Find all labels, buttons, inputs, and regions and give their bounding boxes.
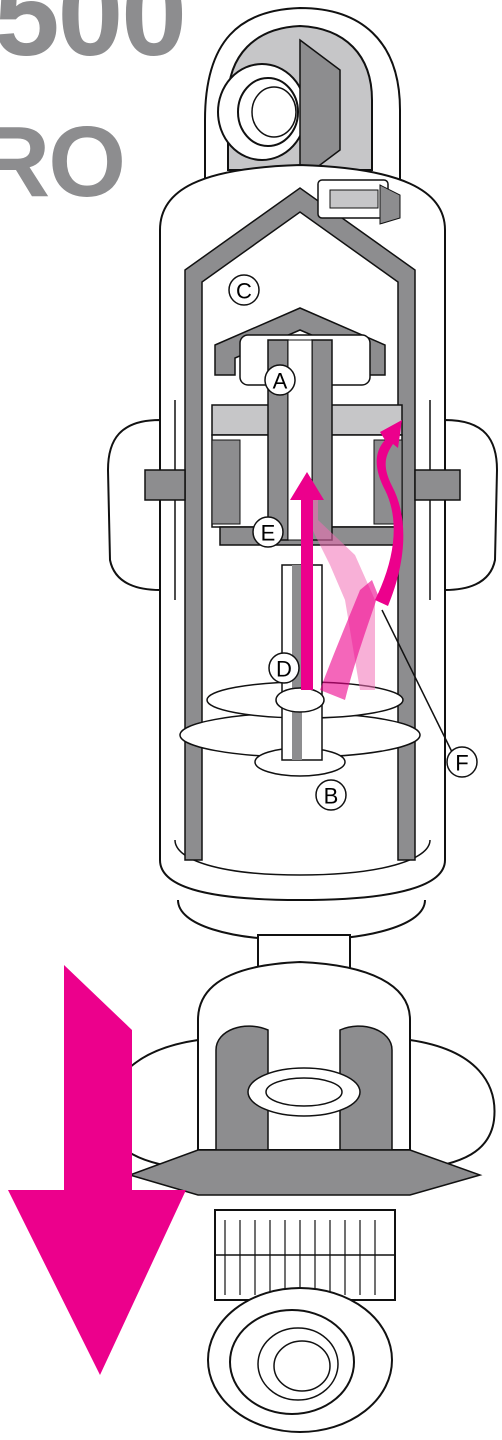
callout-f-label: F (455, 751, 468, 776)
callout-c: C (228, 274, 260, 306)
callout-c-label: C (236, 279, 252, 304)
rebound-adjuster-knob (214, 1209, 396, 1301)
shaft-body (106, 934, 496, 1196)
callout-f-leader (381, 609, 453, 753)
oil-flow-arrows (290, 420, 404, 700)
brand-logo: 500 RO (0, 0, 502, 240)
callout-b: B (315, 779, 347, 811)
compression-direction-arrow-icon (8, 965, 186, 1375)
callout-d-label: D (276, 657, 292, 682)
top-eyelet (204, 6, 401, 182)
callout-a-label: A (273, 369, 288, 394)
callout-b-label: B (324, 784, 339, 809)
callout-a: A (264, 364, 296, 396)
air-can-side-bulges (106, 400, 499, 600)
callout-e: E (252, 516, 284, 548)
callout-f: F (446, 746, 478, 778)
callout-d: D (268, 652, 300, 684)
callout-e-label: E (261, 521, 276, 546)
brand-model-suffix: RO (0, 106, 126, 218)
bottom-eyelet (207, 1287, 393, 1433)
brand-model-number: 500 (0, 0, 187, 81)
air-valve-assembly (317, 179, 401, 225)
